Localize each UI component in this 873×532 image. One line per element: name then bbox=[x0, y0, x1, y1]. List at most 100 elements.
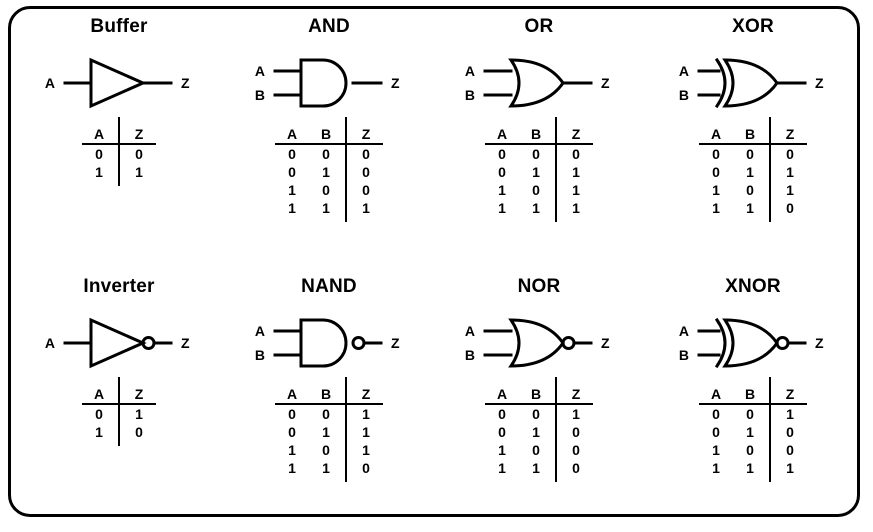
input-cell: 0 bbox=[95, 146, 103, 162]
table-row: 0 1 0 bbox=[699, 423, 807, 441]
input-cell: 0 bbox=[288, 424, 296, 440]
input-cell: 0 bbox=[712, 424, 720, 440]
output-label-z: Z bbox=[815, 75, 824, 91]
table-row: 0 1 0 bbox=[275, 163, 383, 181]
gate-title-or: OR bbox=[524, 16, 554, 37]
gate-title-and: AND bbox=[308, 16, 350, 37]
output-cell: 0 bbox=[362, 164, 370, 180]
output-cell: 1 bbox=[362, 424, 370, 440]
input-cell: 0 bbox=[498, 424, 506, 440]
input-label-b: B bbox=[255, 87, 265, 103]
input-cell: 1 bbox=[532, 460, 540, 476]
input-cell: 1 bbox=[498, 182, 506, 198]
input-cell: 1 bbox=[532, 164, 540, 180]
input-cell: 0 bbox=[95, 406, 103, 422]
table-divider bbox=[118, 117, 120, 186]
column-header-b: B bbox=[519, 124, 553, 145]
column-header-z: Z bbox=[122, 384, 156, 405]
input-label-a: A bbox=[45, 335, 55, 351]
output-cell: 1 bbox=[786, 164, 794, 180]
output-cell: 1 bbox=[135, 406, 143, 422]
input-cell: 0 bbox=[746, 442, 754, 458]
gate-title-buffer: Buffer bbox=[90, 16, 148, 37]
nand-gate-symbol: ABZ bbox=[255, 318, 400, 368]
input-cell: 0 bbox=[288, 406, 296, 422]
table-divider bbox=[118, 377, 120, 446]
output-cell: 0 bbox=[786, 424, 794, 440]
input-cell: 1 bbox=[746, 424, 754, 440]
input-label-a: A bbox=[255, 323, 265, 339]
input-cell: 1 bbox=[498, 442, 506, 458]
column-header-a: A bbox=[275, 124, 309, 145]
input-cell: 1 bbox=[498, 200, 506, 216]
column-header-z: Z bbox=[349, 384, 383, 405]
table-divider bbox=[555, 377, 557, 482]
input-cell: 1 bbox=[322, 164, 330, 180]
input-cell: 0 bbox=[746, 146, 754, 162]
output-cell: 1 bbox=[786, 406, 794, 422]
column-header-z: Z bbox=[122, 124, 156, 145]
column-header-a: A bbox=[485, 384, 519, 405]
output-label-z: Z bbox=[815, 335, 824, 351]
input-label-a: A bbox=[679, 323, 689, 339]
input-label-a: A bbox=[679, 63, 689, 79]
and-gate-symbol: ABZ bbox=[255, 58, 400, 108]
output-label-z: Z bbox=[181, 335, 190, 351]
input-cell: 1 bbox=[288, 182, 296, 198]
column-header-a: A bbox=[699, 124, 733, 145]
input-cell: 0 bbox=[712, 406, 720, 422]
or-gate-symbol: ABZ bbox=[465, 58, 610, 108]
xor-gate-symbol: AB Z bbox=[679, 57, 824, 109]
output-label-z: Z bbox=[181, 75, 190, 91]
input-cell: 1 bbox=[288, 442, 296, 458]
input-label-b: B bbox=[255, 347, 265, 363]
column-gap bbox=[116, 384, 122, 405]
output-cell: 1 bbox=[362, 406, 370, 422]
input-cell: 0 bbox=[746, 406, 754, 422]
column-gap bbox=[343, 384, 349, 405]
input-label-b: B bbox=[679, 87, 689, 103]
input-cell: 0 bbox=[288, 164, 296, 180]
input-cell: 0 bbox=[712, 146, 720, 162]
gate-title-nand: NAND bbox=[301, 276, 357, 297]
input-label-a: A bbox=[465, 323, 475, 339]
output-label-z: Z bbox=[601, 335, 610, 351]
column-header-z: Z bbox=[349, 124, 383, 145]
output-cell: 1 bbox=[572, 164, 580, 180]
input-cell: 0 bbox=[532, 442, 540, 458]
column-header-z: Z bbox=[559, 384, 593, 405]
